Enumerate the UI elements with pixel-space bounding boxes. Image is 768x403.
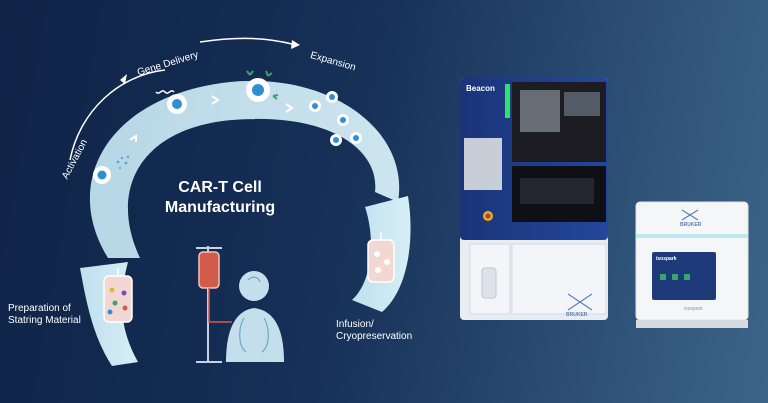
chevron-icon <box>285 103 294 113</box>
beacon-instrument <box>460 78 608 320</box>
diagram-title: CAR-T Cell Manufacturing <box>150 178 290 218</box>
beacon-brand: BRUKER <box>566 312 588 318</box>
isospark-instrument <box>635 201 749 328</box>
infusion-line-2: Cryopreservation <box>336 331 413 342</box>
cell-icons <box>93 70 362 184</box>
bruker-logo-icon <box>567 293 593 311</box>
chevron-icons <box>129 95 294 142</box>
chevron-icon <box>129 134 137 142</box>
isospark-base-label: isospark <box>684 306 703 312</box>
starting-material-bag-icon <box>103 268 133 323</box>
top-arrow-icon <box>69 37 300 161</box>
bruker-logo-icon <box>681 209 699 221</box>
isospark-brand: BRUKER <box>680 222 702 228</box>
beacon-label: Beacon <box>466 84 495 93</box>
preparation-line-2: Statring Material <box>8 315 81 326</box>
title-line-1: CAR-T Cell <box>178 179 262 196</box>
chevron-icon <box>211 95 220 105</box>
title-line-2: Manufacturing <box>164 199 276 216</box>
infusion-bag-icon <box>367 232 395 283</box>
preparation-line-1: Preparation of <box>8 303 71 314</box>
status-light <box>505 84 510 118</box>
patient-infusion-icon <box>196 246 284 363</box>
stage-label-infusion: Infusion/ Cryopreservation <box>336 319 412 343</box>
stage-label-preparation: Preparation of Statring Material <box>8 303 81 327</box>
infusion-line-1: Infusion/ <box>336 319 374 330</box>
isospark-screen-label: isospark <box>656 256 677 262</box>
